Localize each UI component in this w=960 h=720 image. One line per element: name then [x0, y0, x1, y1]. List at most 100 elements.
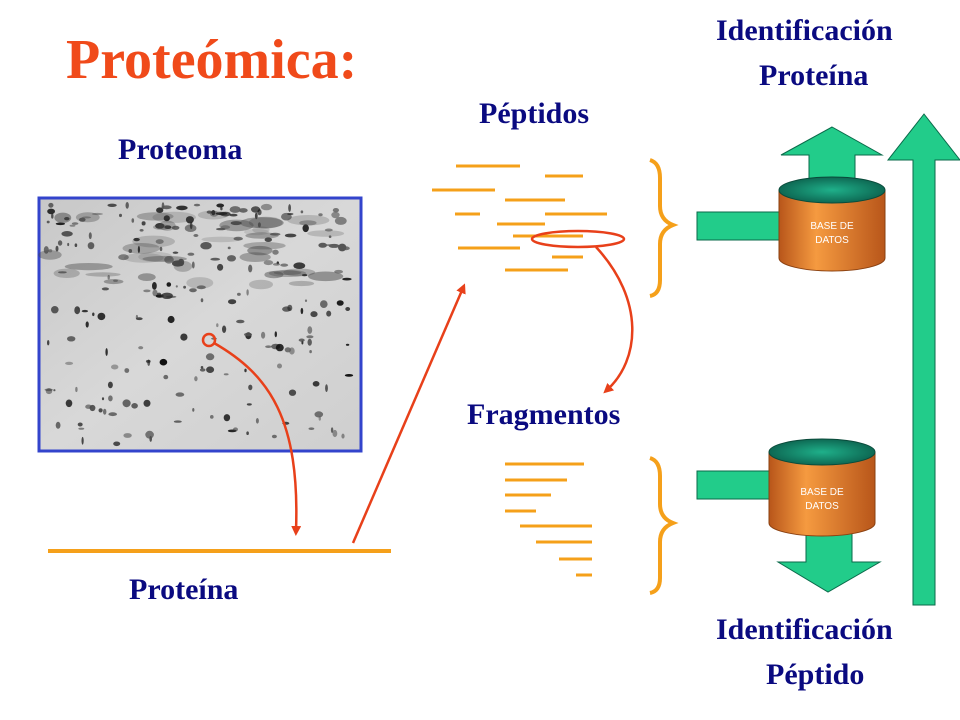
brace-peptides	[649, 158, 679, 298]
gel-spot	[87, 242, 95, 250]
gel-smear	[268, 269, 307, 277]
gel-spot	[135, 317, 143, 321]
gel-spot	[237, 292, 241, 296]
gel-spot	[332, 208, 339, 213]
gel-spot	[155, 239, 164, 245]
gel-spot	[139, 229, 144, 232]
arrow-up-db-top	[780, 126, 884, 186]
gel-spot	[46, 220, 50, 224]
gel-spot	[307, 338, 312, 346]
gel-spot	[280, 263, 289, 267]
gel-spot	[300, 210, 304, 214]
gel-spot	[128, 249, 133, 253]
gel-spot	[272, 263, 281, 266]
gel-spot	[77, 422, 83, 427]
gel-spot	[55, 222, 66, 226]
gel-spot	[98, 408, 103, 413]
gel-smear	[54, 212, 72, 223]
gel-smear	[85, 272, 121, 277]
gel-spot	[107, 203, 117, 207]
gel-spot	[44, 388, 53, 392]
gel-spot	[274, 331, 277, 338]
gel-spot	[193, 203, 201, 207]
gel-spot	[222, 325, 227, 333]
gel-spot	[336, 300, 344, 306]
gel-smear	[64, 263, 113, 271]
gel-smear	[186, 277, 214, 289]
gel-spot	[328, 235, 332, 238]
gel-spot	[103, 408, 107, 415]
gel-spot	[81, 309, 88, 313]
gel-spot	[145, 430, 154, 439]
gel-smear	[239, 217, 284, 229]
gel-spot	[261, 331, 266, 339]
gel-spot	[107, 274, 110, 280]
gel-spot	[194, 376, 198, 382]
gel-spot	[57, 240, 63, 246]
gel-spot	[107, 381, 113, 389]
gel-smear	[273, 270, 302, 276]
gel-spot	[345, 307, 351, 311]
db-top-label-line2: DATOS	[815, 235, 849, 246]
arrow-protein-to-peptides	[351, 283, 466, 544]
gel-smear	[243, 242, 286, 250]
gel-smear	[307, 230, 345, 237]
gel-spot	[161, 292, 173, 299]
gel-spot	[193, 234, 199, 237]
gel-spot	[164, 225, 172, 229]
gel-spot	[334, 269, 343, 274]
gel-spot	[229, 213, 238, 217]
gel-spot	[206, 366, 215, 374]
gel-smear	[287, 215, 330, 226]
gel-spot	[88, 232, 92, 240]
gel-spot	[216, 323, 219, 328]
gel-spot	[145, 359, 151, 363]
brace-fragments	[649, 456, 679, 595]
gel-spot	[344, 374, 354, 377]
gel-spot	[302, 274, 308, 277]
gel-spot	[65, 399, 73, 408]
gel-spot	[187, 252, 195, 256]
gel-smear	[307, 271, 344, 282]
db-bottom-label-line1: BASE DE	[800, 487, 844, 498]
gel-smear	[53, 268, 80, 278]
gel-spot	[79, 217, 86, 222]
gel-spot	[57, 271, 67, 274]
gel-spot	[85, 321, 89, 328]
gel-spot	[101, 287, 109, 291]
gel-spot	[244, 368, 247, 373]
gel-spot	[67, 242, 70, 247]
gel-spot	[118, 254, 129, 261]
gel-spot	[293, 262, 306, 270]
gel-spot	[185, 216, 194, 224]
gel-spot	[324, 228, 333, 232]
label-proteoma: Proteoma	[118, 133, 243, 166]
gel-spot	[338, 243, 347, 252]
gel-spot	[166, 282, 172, 287]
gel-spot	[171, 225, 180, 230]
connector-fragments-db	[696, 470, 774, 500]
label-peptidos: Péptidos	[479, 97, 590, 130]
gel-spot	[55, 245, 59, 252]
gel-spot	[210, 415, 214, 419]
gel-spot	[238, 208, 248, 213]
gel-spot	[152, 282, 157, 290]
gel-spot	[199, 368, 206, 372]
gel-spot	[332, 429, 338, 438]
gel-spot	[48, 202, 54, 208]
gel-smear	[152, 211, 196, 223]
gel-spot	[205, 353, 215, 361]
gel-spot	[318, 242, 328, 248]
gel-smear	[248, 216, 283, 229]
gel-spot	[138, 346, 144, 350]
label-id-peptido-line1: Identificación	[716, 613, 893, 646]
gel-spot	[156, 207, 164, 213]
gel-spot	[152, 289, 158, 297]
gel-spot	[263, 260, 274, 266]
gel-spot	[229, 206, 241, 213]
gel-spot	[223, 414, 231, 422]
gel-smear	[244, 229, 270, 236]
gel-spot	[210, 257, 221, 261]
gel-spot	[108, 412, 117, 417]
gel-spot	[175, 392, 185, 397]
